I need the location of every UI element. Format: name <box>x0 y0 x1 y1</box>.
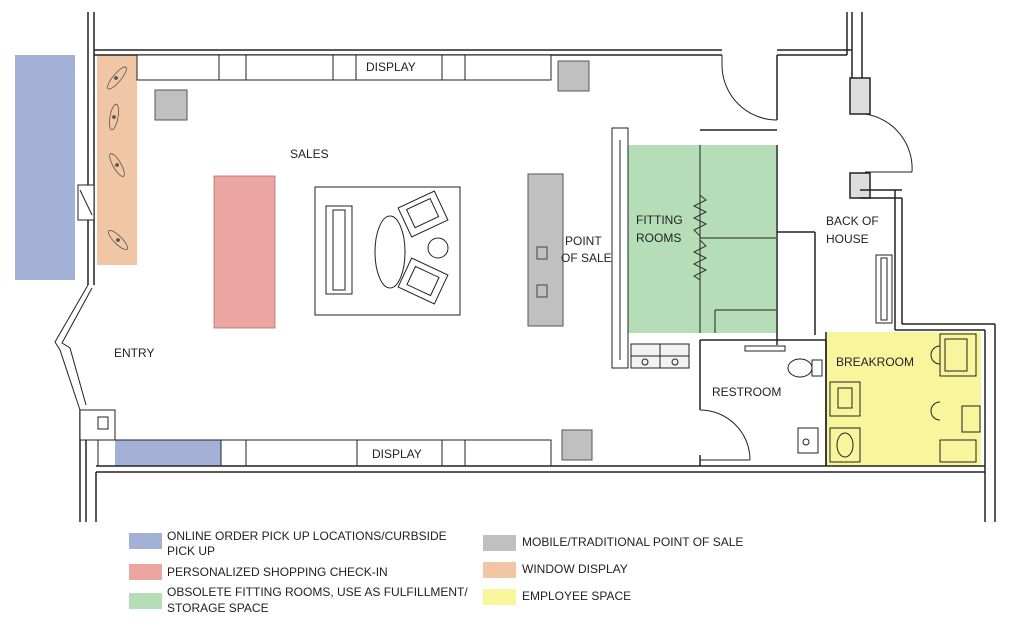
label-boh-line2: HOUSE <box>826 232 869 246</box>
legend-item-checkin: PERSONALIZED SHOPPING CHECK-IN <box>129 564 388 580</box>
label-display-top: DISPLAY <box>366 60 416 74</box>
fitting-rooms-zone <box>628 145 776 333</box>
legend-text: PICK UP <box>167 544 215 558</box>
label-restroom: RESTROOM <box>712 385 781 399</box>
legend-text: ONLINE ORDER PICK UP LOCATIONS/CURBSIDE <box>167 529 447 543</box>
fitting-rooms-detail <box>611 127 776 369</box>
legend-text: MOBILE/TRADITIONAL POINT OF SALE <box>522 535 743 549</box>
restroom-fixtures <box>744 345 823 454</box>
legend-item-pickup: ONLINE ORDER PICK UP LOCATIONS/CURBSIDE … <box>129 529 447 558</box>
legend-text: OBSOLETE FITTING ROOMS, USE AS FULFILLME… <box>167 585 468 599</box>
legend-swatch <box>129 564 162 580</box>
pickup-shelf-zone <box>115 440 221 466</box>
label-fitting-line1: FITTING <box>636 213 683 227</box>
storage-cabinets <box>630 343 690 369</box>
legend-swatch <box>483 589 516 605</box>
curbside-pickup-zone <box>15 55 75 280</box>
label-sales: SALES <box>290 147 329 161</box>
legend-item-window: WINDOW DISPLAY <box>483 562 628 578</box>
label-breakroom: BREAKROOM <box>836 355 914 369</box>
window-display-fixtures <box>107 66 129 251</box>
label-pos-line2: OF SALE <box>561 251 612 265</box>
window-display-zone <box>97 55 137 265</box>
pos-stations <box>154 60 593 461</box>
shopping-checkin-zone <box>213 175 276 329</box>
legend-text: PERSONALIZED SHOPPING CHECK-IN <box>167 565 388 579</box>
legend-item-employee: EMPLOYEE SPACE <box>483 589 631 605</box>
label-fitting-line2: ROOMS <box>636 231 681 245</box>
doors <box>54 55 913 461</box>
display-shelf-top <box>136 54 552 81</box>
legend-swatch <box>129 593 162 609</box>
display-shelf-bottom <box>97 439 552 467</box>
legend-item-fitting: OBSOLETE FITTING ROOMS, USE AS FULFILLME… <box>129 585 468 615</box>
legend-swatch <box>129 533 162 549</box>
legend-swatch <box>483 562 516 578</box>
legend-item-pos: MOBILE/TRADITIONAL POINT OF SALE <box>483 535 743 551</box>
legend-text: WINDOW DISPLAY <box>522 562 628 576</box>
back-of-house-shelving <box>875 254 893 324</box>
legend-text: STORAGE SPACE <box>167 601 269 615</box>
label-display-bottom: DISPLAY <box>372 447 422 461</box>
legend-text: EMPLOYEE SPACE <box>522 589 631 603</box>
breakroom-fixtures <box>829 333 981 463</box>
label-boh-line1: BACK OF <box>826 214 879 228</box>
breakroom-zone <box>826 332 981 466</box>
legend: ONLINE ORDER PICK UP LOCATIONS/CURBSIDE … <box>129 529 743 615</box>
center-seating-area <box>314 186 461 316</box>
legend-swatch <box>483 535 516 551</box>
label-pos-line1: POINT <box>565 234 602 248</box>
label-entry: ENTRY <box>114 346 154 360</box>
